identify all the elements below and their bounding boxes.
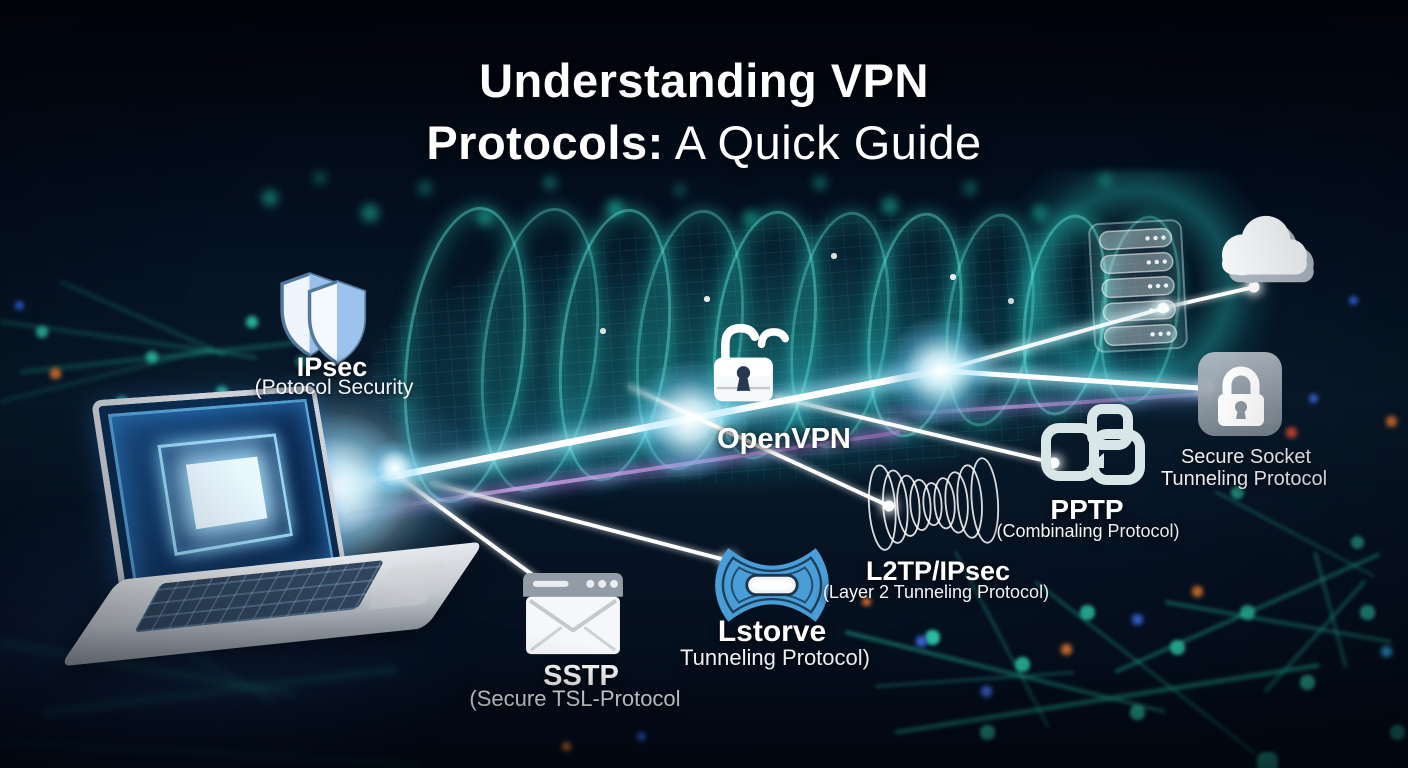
net-line: [59, 280, 226, 357]
label-sstp-sub: (Secure TSL-Protocol: [469, 686, 681, 711]
title-line-2-rest: A Quick Guide: [663, 116, 982, 170]
padlock-square-icon: [1198, 352, 1282, 436]
net-line: [1034, 580, 1257, 756]
net-line: [1214, 490, 1375, 578]
title-line-2: Protocols: A Quick Guide: [254, 112, 1154, 174]
chain-links-icon: [1041, 404, 1145, 485]
screen-core-glow: [185, 456, 268, 530]
wire-coil-icon: [867, 457, 1000, 551]
label-lstorve: Lstorve: [717, 615, 827, 648]
label-ssl-lock: Secure Socket: [1180, 446, 1312, 468]
net-line: [0, 740, 420, 767]
label-openvpn: OpenVPN: [717, 423, 851, 455]
net-line: [39, 666, 398, 716]
net-nodes: [0, 260, 4, 264]
label-ipsec-sub: (Potocol Security: [254, 376, 414, 399]
open-padlock-icon: [714, 323, 790, 402]
label-lstorve-sub: Tunneling Protocol): [680, 645, 870, 670]
label-l2tp-sub: (Layer 2 Tunneling Protocol): [822, 582, 1050, 602]
laptop: [59, 382, 485, 667]
tunnel-sparkles: [0, 0, 2, 2]
server-stack-icon: [1088, 219, 1188, 353]
net-line: [894, 662, 1321, 735]
page-title: Understanding VPN Protocols: A Quick Gui…: [254, 50, 1154, 174]
cloud-icon: [1221, 215, 1314, 284]
label-ssl-lock-sub: Tunneling Protocol: [1160, 468, 1328, 490]
label-pptp-sub: (Combinaling Protocol): [996, 521, 1180, 541]
envelope-window-icon: [523, 573, 623, 655]
net-line: [1164, 600, 1392, 644]
title-line-1: Understanding VPN: [479, 54, 929, 107]
lens-flare: [885, 316, 995, 426]
title-line-2-bold: Protocols:: [426, 116, 664, 170]
